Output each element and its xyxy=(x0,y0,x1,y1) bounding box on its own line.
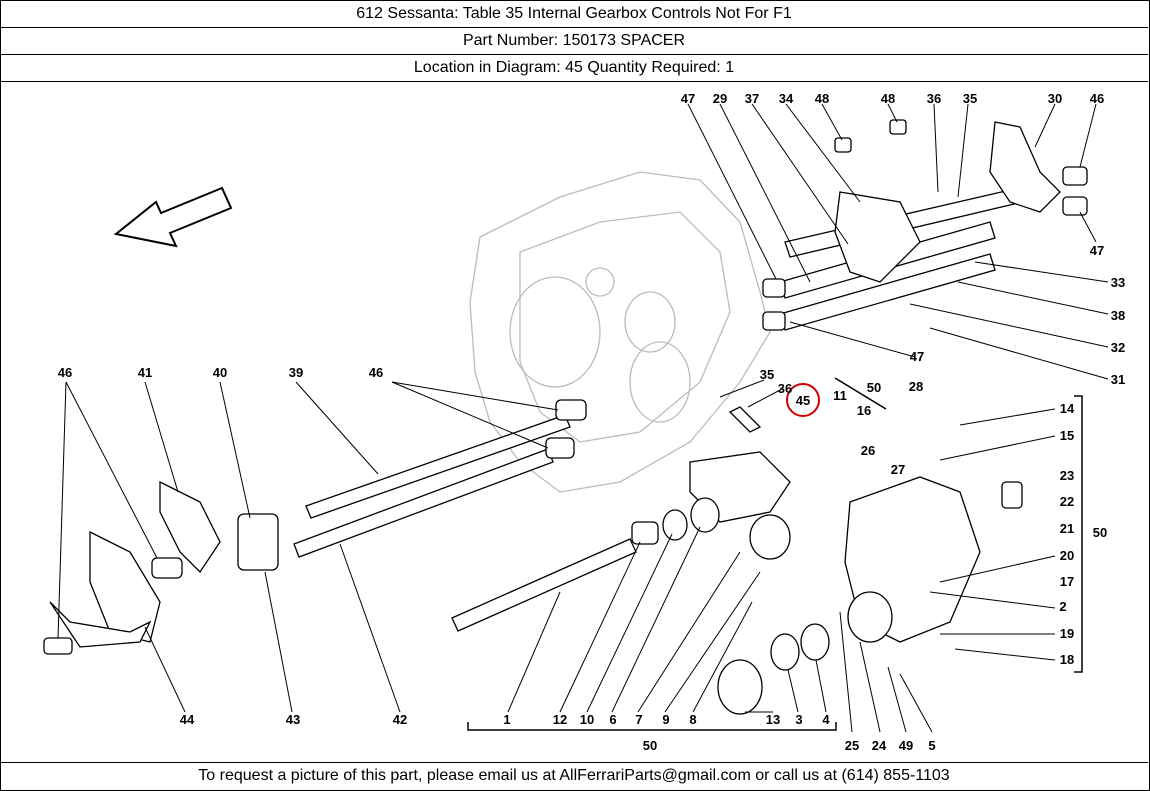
callout-label[interactable]: 48 xyxy=(815,91,829,106)
part-number: Part Number: 150173 SPACER xyxy=(0,28,1148,55)
callout-label[interactable]: 15 xyxy=(1060,428,1074,443)
group-brackets xyxy=(467,377,1083,731)
callout-label[interactable]: 1 xyxy=(503,712,510,727)
callout-label[interactable]: 22 xyxy=(1060,494,1074,509)
callout-label[interactable]: 34 xyxy=(779,91,794,106)
callout-label[interactable]: 30 xyxy=(1048,91,1062,106)
callout-label[interactable]: 4 xyxy=(822,712,830,727)
callout-label[interactable]: 10 xyxy=(580,712,594,727)
callout-label[interactable]: 36 xyxy=(778,381,792,396)
callout-label[interactable]: 49 xyxy=(899,738,913,753)
callout-label[interactable]: 47 xyxy=(681,91,695,106)
callout-label[interactable]: 29 xyxy=(713,91,727,106)
callout-label[interactable]: 50 xyxy=(1093,525,1107,540)
leader-lines xyxy=(57,103,1109,733)
contact-footer: To request a picture of this part, pleas… xyxy=(198,767,950,784)
callout-label[interactable]: 48 xyxy=(881,91,895,106)
callout-label[interactable]: 27 xyxy=(891,462,905,477)
callout-label[interactable]: 5 xyxy=(928,738,935,753)
callout-label[interactable]: 41 xyxy=(138,365,152,380)
callout-label[interactable]: 43 xyxy=(286,712,300,727)
callout-label[interactable]: 12 xyxy=(553,712,567,727)
callout-label[interactable]: 45 xyxy=(796,393,810,408)
callout-label[interactable]: 23 xyxy=(1060,468,1074,483)
callout-label[interactable]: 18 xyxy=(1060,652,1074,667)
callout-label[interactable]: 20 xyxy=(1060,548,1074,563)
callout-label[interactable]: 11 xyxy=(833,388,847,403)
parts-diagram: 47 29 37 34 48 48 36 35 30 46 47 33 38 3… xyxy=(0,82,1148,763)
callout-label[interactable]: 37 xyxy=(745,91,759,106)
callout-label[interactable]: 14 xyxy=(1060,401,1075,416)
callout-label[interactable]: 47 xyxy=(1090,243,1104,258)
main-shafts xyxy=(43,399,659,655)
callout-label[interactable]: 39 xyxy=(289,365,303,380)
callout-label[interactable]: 31 xyxy=(1111,372,1125,387)
callout-labels: 47 29 37 34 48 48 36 35 30 46 47 33 38 3… xyxy=(58,91,1125,753)
callout-label[interactable]: 17 xyxy=(1060,574,1074,589)
callout-label[interactable]: 13 xyxy=(766,712,780,727)
upper-shift-rods xyxy=(762,119,1088,331)
callout-label[interactable]: 25 xyxy=(845,738,859,753)
callout-label[interactable]: 16 xyxy=(857,403,871,418)
callout-label[interactable]: 42 xyxy=(393,712,407,727)
callout-label[interactable]: 24 xyxy=(872,738,887,753)
callout-label[interactable]: 26 xyxy=(861,443,875,458)
direction-arrow-icon xyxy=(113,186,233,248)
exploded-view-drawing: 47 29 37 34 48 48 36 35 30 46 47 33 38 3… xyxy=(43,91,1125,753)
callout-label[interactable]: 36 xyxy=(927,91,941,106)
selector-assembly xyxy=(662,406,1023,715)
callout-label[interactable]: 6 xyxy=(609,712,616,727)
callout-label[interactable]: 32 xyxy=(1111,340,1125,355)
callout-label[interactable]: 46 xyxy=(58,365,72,380)
callout-label[interactable]: 35 xyxy=(963,91,977,106)
callout-label[interactable]: 50 xyxy=(867,380,881,395)
callout-label[interactable]: 35 xyxy=(760,367,774,382)
callout-label[interactable]: 46 xyxy=(1090,91,1104,106)
callout-label[interactable]: 38 xyxy=(1111,308,1125,323)
callout-label[interactable]: 8 xyxy=(689,712,696,727)
callout-label[interactable]: 28 xyxy=(909,379,923,394)
callout-label[interactable]: 44 xyxy=(180,712,195,727)
diagram-location: Location in Diagram: 45 Quantity Require… xyxy=(0,55,1148,82)
highlight-circle xyxy=(786,383,820,417)
callout-label[interactable]: 33 xyxy=(1111,275,1125,290)
callout-label[interactable]: 7 xyxy=(635,712,642,727)
callout-label[interactable]: 2 xyxy=(1059,599,1066,614)
callout-label[interactable]: 21 xyxy=(1060,521,1074,536)
callout-label[interactable]: 40 xyxy=(213,365,227,380)
callout-label[interactable]: 19 xyxy=(1060,626,1074,641)
callout-label[interactable]: 3 xyxy=(795,712,802,727)
callout-label[interactable]: 47 xyxy=(910,349,924,364)
callout-label[interactable]: 46 xyxy=(369,365,383,380)
callout-label[interactable]: 50 xyxy=(643,738,657,753)
model-table-title: 612 Sessanta: Table 35 Internal Gearbox … xyxy=(0,1,1148,28)
callout-label[interactable]: 9 xyxy=(662,712,669,727)
